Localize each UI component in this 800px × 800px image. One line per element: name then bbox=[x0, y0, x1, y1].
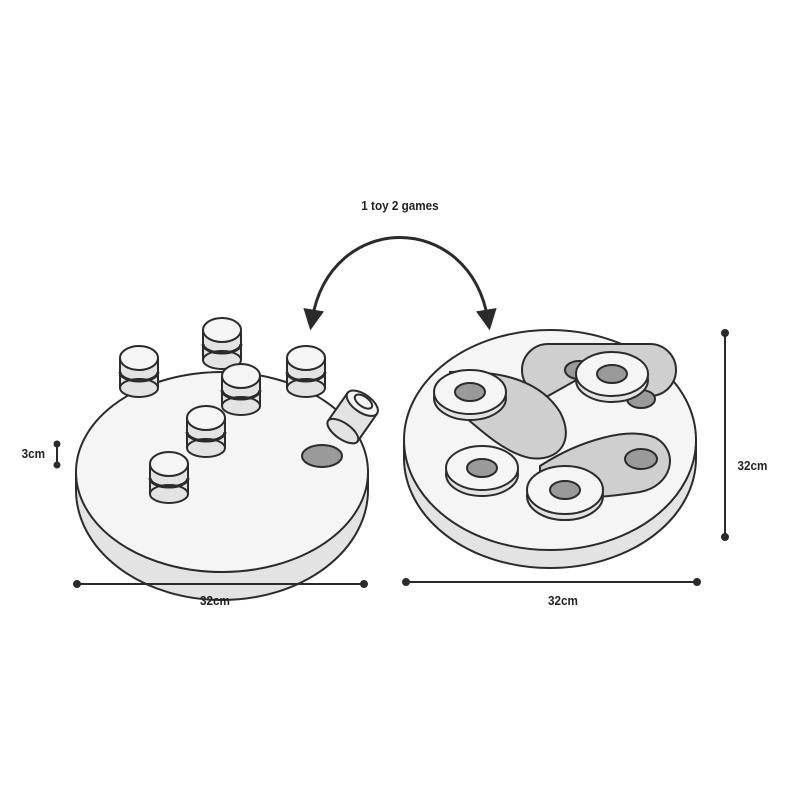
slider-game-board bbox=[403, 329, 697, 569]
peg-5 bbox=[185, 405, 227, 458]
ring-disc-3 bbox=[445, 445, 519, 497]
dimension-lines bbox=[53, 329, 729, 588]
ring-disc-1 bbox=[433, 369, 507, 421]
peg-3 bbox=[285, 345, 327, 398]
height-label: 3cm bbox=[21, 446, 46, 461]
peg-1 bbox=[118, 345, 160, 398]
ring-disc-4 bbox=[526, 465, 604, 521]
peg-4 bbox=[220, 363, 262, 416]
ring-disc-2 bbox=[575, 351, 649, 403]
title-label: 1 toy 2 games bbox=[361, 198, 439, 213]
peg-2 bbox=[201, 317, 243, 370]
slider-hole-3 bbox=[624, 448, 658, 470]
empty-peg-hole bbox=[301, 444, 343, 468]
width-left-label: 32cm bbox=[200, 593, 230, 608]
depth-label: 32cm bbox=[737, 458, 768, 473]
swap-arrow bbox=[303, 236, 497, 331]
width-right-label: 32cm bbox=[548, 593, 578, 608]
lifted-peg bbox=[326, 389, 379, 445]
peg-6 bbox=[148, 451, 190, 504]
